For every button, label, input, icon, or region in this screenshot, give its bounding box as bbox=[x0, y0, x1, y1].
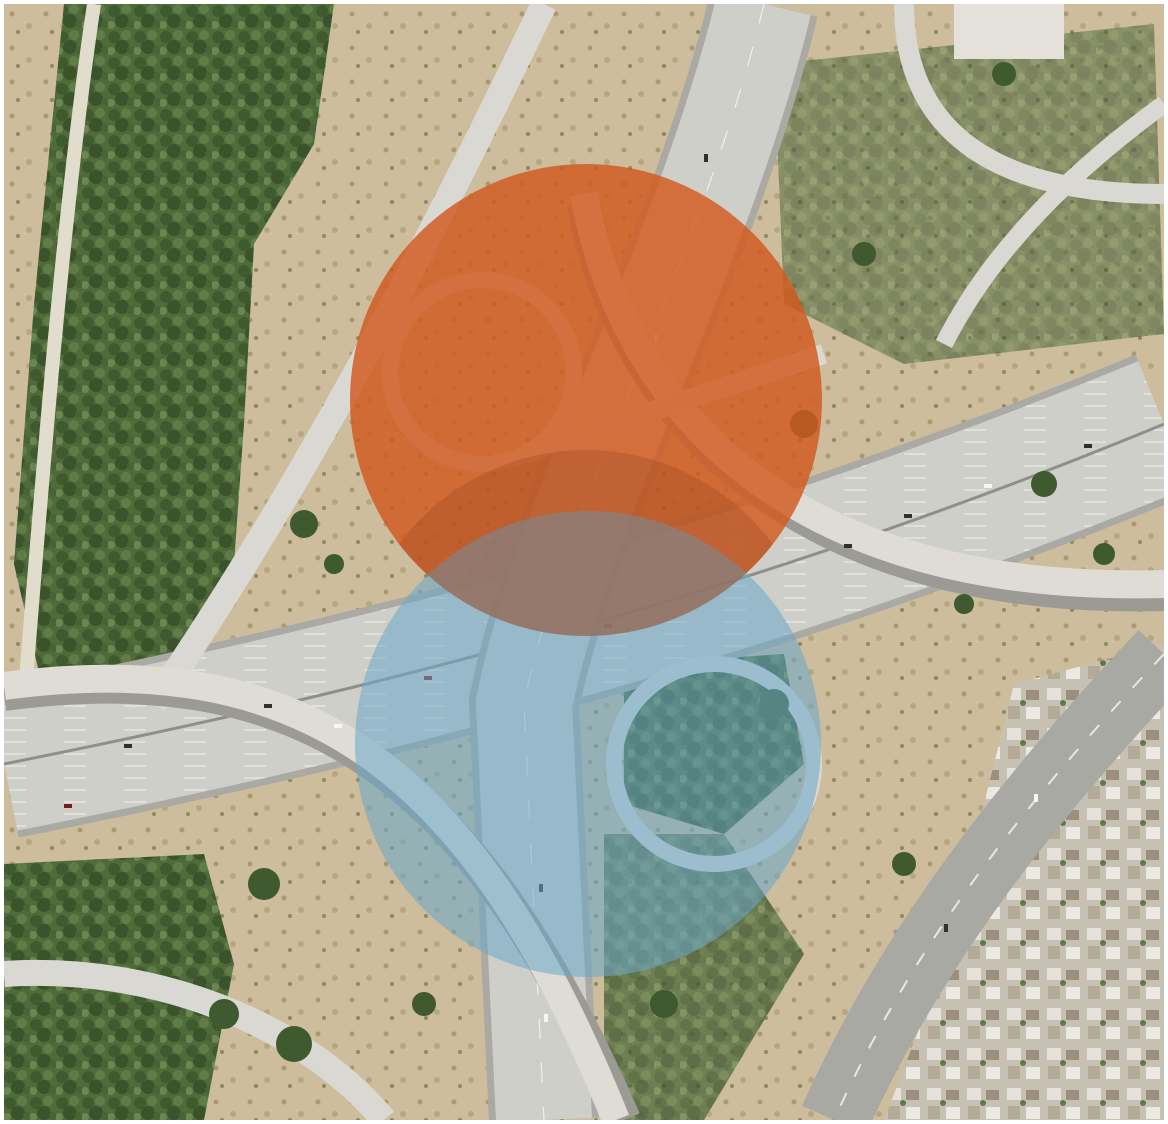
ramp-top-right-loop bbox=[894, 4, 1164, 204]
blue-circle-overlay bbox=[355, 511, 821, 977]
interchange-scene bbox=[4, 4, 1164, 1120]
tree-canopies bbox=[209, 62, 1115, 1062]
ramp-top-right-diagonal bbox=[935, 96, 1164, 349]
building-top-right bbox=[954, 4, 1064, 59]
arterial-road bbox=[802, 630, 1164, 1120]
orange-circle-overlay bbox=[350, 164, 822, 636]
dirt-road-left bbox=[17, 4, 101, 705]
vegetation-left bbox=[14, 4, 334, 694]
overlay-intersection bbox=[399, 449, 773, 637]
vegetation-upper-right bbox=[774, 24, 1164, 364]
aerial-photo bbox=[4, 4, 1164, 1120]
